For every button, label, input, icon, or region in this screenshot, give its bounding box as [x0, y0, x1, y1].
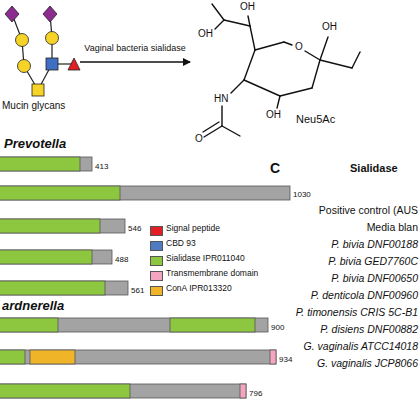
text-label: OH — [240, 1, 255, 13]
text-label: 488 — [115, 255, 128, 264]
reaction-arrow — [80, 61, 190, 63]
text-label: ardnerella — [2, 299, 64, 314]
legend-text: Signal peptide — [166, 224, 220, 234]
text-label: P. denticola DNF00960 — [311, 289, 418, 301]
text-label: 561 — [131, 286, 144, 295]
legend-swatch — [150, 271, 163, 281]
legend-swatch — [150, 226, 163, 236]
text-label: O — [195, 133, 203, 145]
text-label: OH — [322, 21, 337, 33]
text-label: O — [295, 41, 303, 53]
text-label: 900 — [271, 323, 284, 332]
text-label: 934 — [279, 355, 292, 364]
text-label: C — [270, 160, 280, 176]
legend-swatch — [150, 256, 163, 266]
structure-group: Mucin glycans — [0, 0, 80, 114]
legend-swatch — [150, 241, 163, 251]
text-label: G. vaginalis JCP8066 — [317, 357, 418, 369]
text-label: Media blan — [367, 221, 418, 233]
legend-swatch — [150, 286, 163, 296]
text-label: P. bivia DNF00188 — [331, 238, 418, 250]
text-label: 546 — [128, 224, 141, 233]
legend-text: CBD 93 — [166, 239, 196, 249]
text-label: G. vaginalis ATCC14018 — [304, 340, 418, 352]
text-label: 1030 — [293, 190, 311, 199]
arrow-label: Vaginal bacteria sialidase — [84, 43, 185, 53]
text-label: HN — [214, 93, 228, 105]
text-label: P. bivia DNF00650 — [331, 272, 418, 284]
text-label: P. timonensis CRIS 5C-B1 — [296, 306, 418, 318]
node-label: Mucin glycans — [2, 100, 65, 112]
text-label: Positive control (AUS — [319, 204, 418, 216]
text-label: Prevotella — [4, 137, 66, 152]
legend-text: Sialidase IPR011040 — [166, 254, 245, 264]
legend-text: ConA IPR013320 — [166, 284, 232, 294]
node-label: Neu5Ac — [296, 113, 335, 126]
text-label: P. disiens DNF00882 — [320, 323, 418, 335]
legend-text: Transmembrane domain — [166, 269, 258, 279]
text-label: OH — [198, 28, 213, 40]
text-label: 796 — [249, 389, 262, 398]
text-label: OH — [266, 109, 281, 121]
text-label: Sialidase — [350, 162, 398, 175]
text-label: 413 — [95, 162, 108, 171]
text-label: P. bivia GED7760C — [328, 255, 418, 267]
